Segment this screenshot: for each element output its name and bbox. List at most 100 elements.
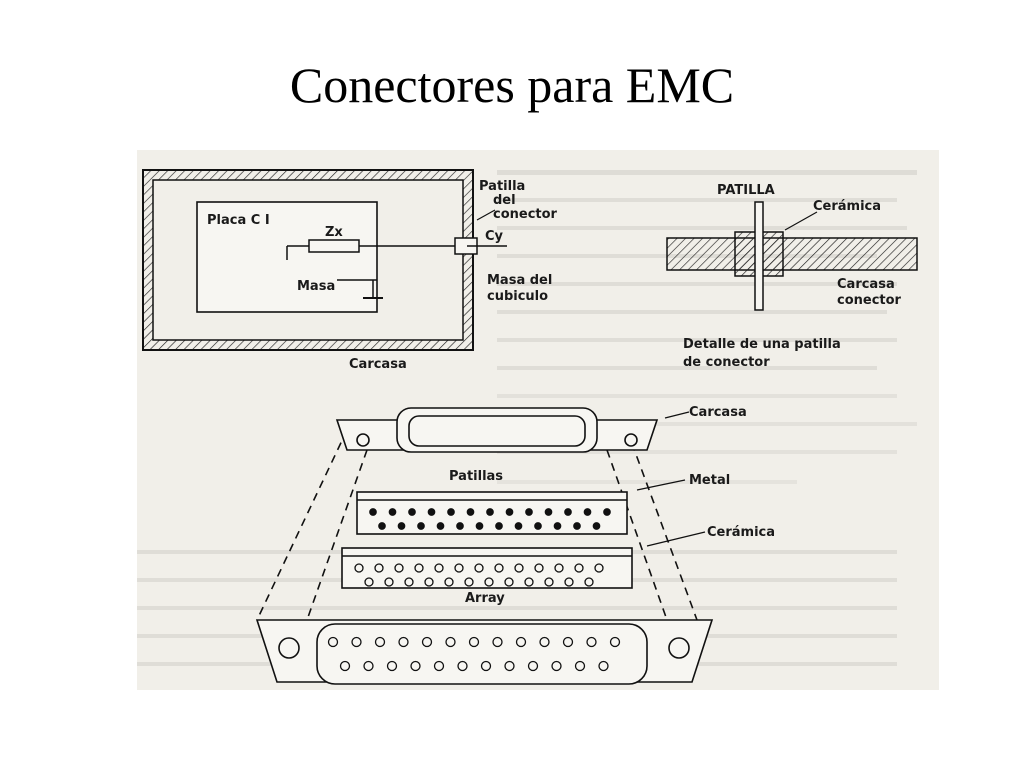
pin-hole <box>456 522 464 530</box>
label-metal: Metal <box>689 473 730 488</box>
pin-hole <box>486 508 494 516</box>
slide-title: Conectores para EMC <box>289 57 735 113</box>
pin-hole <box>444 577 454 587</box>
pin-hole <box>534 563 544 573</box>
pin-hole <box>378 522 386 530</box>
pin-hole <box>433 660 445 672</box>
pin-hole <box>562 636 574 648</box>
pin-hole <box>339 660 351 672</box>
ceramic-pin-holes <box>354 563 604 587</box>
pin-hole <box>504 577 514 587</box>
pin-hole <box>553 522 562 530</box>
pin-hole <box>464 577 474 587</box>
pin-hole <box>394 563 404 573</box>
pin-hole <box>466 508 475 516</box>
pin-hole <box>436 522 445 530</box>
label-patillas: Patillas <box>449 469 503 484</box>
pin-hole <box>505 508 514 516</box>
label-array: Array <box>465 591 505 606</box>
pin-hole <box>598 660 609 672</box>
pin-hole <box>454 563 464 573</box>
pin-hole <box>445 636 456 648</box>
pin-hole <box>603 508 611 516</box>
label-carcasa-conector-1: Carcasa <box>837 277 895 292</box>
label-carcasa-conector-2: conector <box>837 293 902 308</box>
pin-hole <box>495 522 503 530</box>
pin-hole <box>539 636 550 648</box>
pin-hole <box>573 522 581 530</box>
pin-hole <box>369 508 377 516</box>
pin-hole <box>374 563 384 573</box>
pin-hole <box>354 563 364 573</box>
pin-hole <box>609 636 621 648</box>
pin-hole <box>408 508 416 516</box>
pin-hole <box>534 522 542 530</box>
pin-hole <box>468 636 480 648</box>
pin-hole <box>374 636 386 648</box>
exploded-connector-diagram <box>255 407 714 685</box>
pin-hole <box>410 660 421 672</box>
label-ceramica-top: Cerámica <box>813 199 881 214</box>
pin-hole <box>351 636 362 648</box>
pin-hole <box>424 577 434 587</box>
pin-hole <box>515 636 527 648</box>
pin-hole <box>427 508 436 516</box>
pin-hole <box>583 508 592 516</box>
pin-hole <box>414 563 424 573</box>
pin-hole <box>574 660 586 672</box>
label-masa-cubiculo-1: Masa del <box>487 273 552 288</box>
pin-hole <box>421 636 433 648</box>
pin-hole <box>388 508 397 516</box>
pin-hole <box>544 577 554 587</box>
pin-hole <box>551 660 562 672</box>
pin-hole <box>524 577 534 587</box>
pin-hole <box>397 522 406 530</box>
pin-hole <box>586 636 597 648</box>
pin-hole <box>554 563 564 573</box>
pin-hole <box>492 636 503 648</box>
pin-hole <box>474 563 484 573</box>
pin-hole <box>584 577 594 587</box>
pin-hole <box>514 522 523 530</box>
pin-hole <box>564 508 572 516</box>
metal-pin-holes <box>369 508 611 530</box>
pin-hole <box>327 636 339 648</box>
connector-figure: Placa C I Zx Masa Carcasa Patilla del co… <box>137 150 939 690</box>
pin-hole <box>447 508 455 516</box>
pin-hole <box>480 660 492 672</box>
label-detalle-1: Detalle de una patilla <box>683 337 841 352</box>
pin-hole <box>564 577 574 587</box>
label-patilla-2: del <box>493 193 516 208</box>
pin-hole <box>494 563 504 573</box>
shell-pin-holes <box>327 636 621 672</box>
pin-hole <box>504 660 515 672</box>
label-carcasa-exploded: Carcasa <box>689 405 747 420</box>
label-masa: Masa <box>297 279 335 294</box>
label-patilla-1: Patilla <box>479 179 525 194</box>
pin-hole <box>398 636 409 648</box>
pin-hole <box>363 660 374 672</box>
pin-hole <box>527 660 539 672</box>
pin-hole <box>386 660 398 672</box>
label-detalle-2: de conector <box>683 355 770 370</box>
label-zx: Zx <box>325 225 343 240</box>
pin-hole <box>384 577 394 587</box>
exploded-labels: Carcasa Patillas Metal Cerámica Array <box>449 405 775 606</box>
label-carcasa-box: Carcasa <box>349 357 407 372</box>
pin-hole <box>525 508 533 516</box>
pin-hole <box>475 522 484 530</box>
pin-hole <box>592 522 601 530</box>
label-placa: Placa C I <box>207 213 270 228</box>
pin-hole <box>594 563 604 573</box>
label-patilla-3: conector <box>493 207 558 222</box>
label-cy: Cy <box>485 229 504 244</box>
pin-hole <box>544 508 553 516</box>
pin-hole <box>364 577 374 587</box>
label-patilla-title: PATILLA <box>717 183 775 198</box>
pin-hole <box>574 563 584 573</box>
enclosure-diagram: Placa C I Zx Masa Carcasa Patilla del co… <box>142 169 558 372</box>
pin-hole <box>514 563 524 573</box>
label-masa-cubiculo-2: cubiculo <box>487 289 548 304</box>
label-ceramica-exploded: Cerámica <box>707 525 775 540</box>
pin-detail-diagram: PATILLA Cerámica Carcasa conector Detall… <box>666 183 918 370</box>
